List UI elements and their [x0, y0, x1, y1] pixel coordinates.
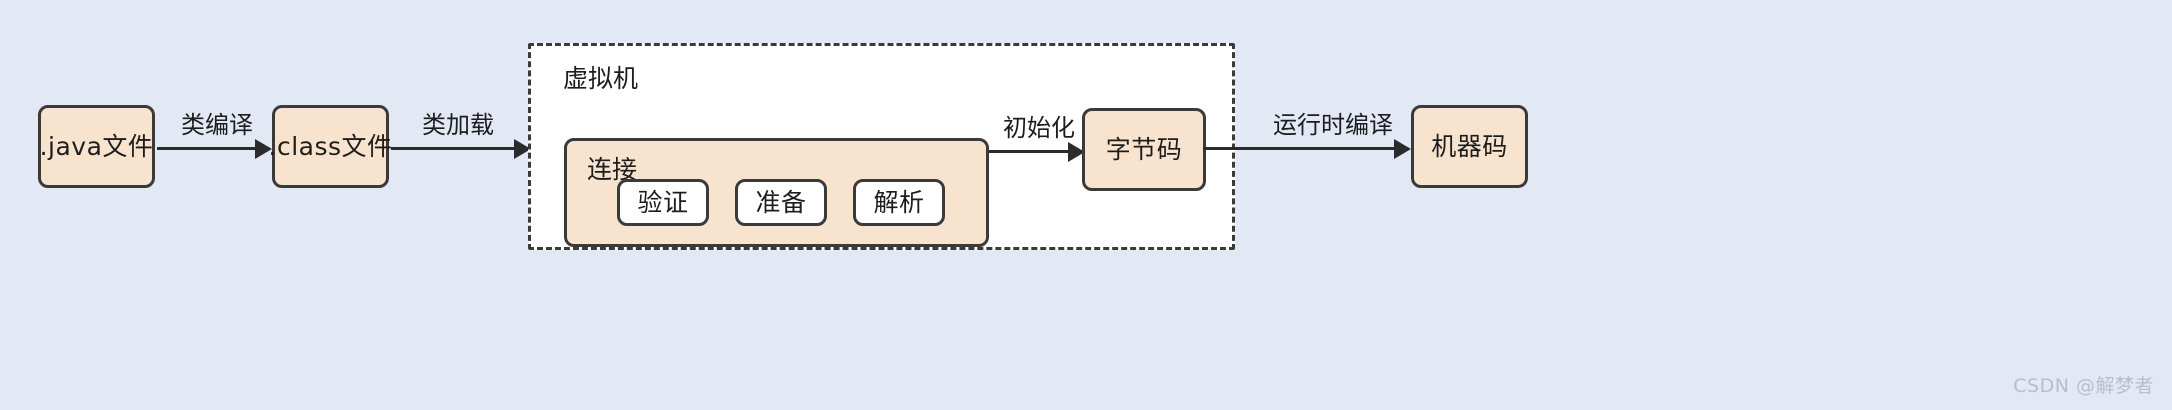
node-bytecode[interactable]: 字节码 [1082, 108, 1206, 191]
arrow-initialize [989, 141, 1085, 162]
node-preparation-label: 准备 [755, 188, 807, 217]
arrow-label-initialize: 初始化 [1003, 114, 1075, 142]
node-machine-code[interactable]: 机器码 [1411, 105, 1528, 188]
arrow-label-compile: 类编译 [181, 111, 253, 139]
vm-title-label: 虚拟机 [563, 64, 639, 93]
arrowhead-runtime-compile [1394, 138, 1411, 159]
node-verification-label: 验证 [637, 188, 689, 217]
node-bytecode-label: 字节码 [1105, 135, 1183, 164]
arrow-label-classload: 类加载 [422, 111, 494, 139]
arrow-classload [391, 138, 531, 159]
node-preparation[interactable]: 准备 [735, 179, 827, 226]
node-resolution-label: 解析 [873, 188, 925, 217]
linking-group: 连接 验证 准备 解析 [564, 138, 989, 247]
node-verification[interactable]: 验证 [617, 179, 709, 226]
node-class-file-label: .class文件 [268, 132, 393, 161]
watermark: CSDN @解梦者 [2013, 375, 2154, 397]
node-java-file[interactable]: .java文件 [38, 105, 155, 188]
node-machine-code-label: 机器码 [1431, 132, 1508, 161]
arrowhead-classload [514, 138, 531, 159]
node-resolution[interactable]: 解析 [853, 179, 945, 226]
vm-container: 虚拟机 连接 验证 准备 解析 初始化 字节码 [528, 43, 1235, 250]
arrowhead-initialize [1068, 141, 1085, 162]
linking-group-label: 连接 [587, 155, 638, 184]
node-java-file-label: .java文件 [39, 132, 154, 161]
arrow-runtime-compile [1203, 138, 1411, 159]
arrow-compile [157, 138, 272, 159]
arrowhead-compile [255, 138, 272, 159]
arrow-label-runtime-compile: 运行时编译 [1273, 111, 1393, 139]
node-class-file[interactable]: .class文件 [269, 105, 392, 188]
